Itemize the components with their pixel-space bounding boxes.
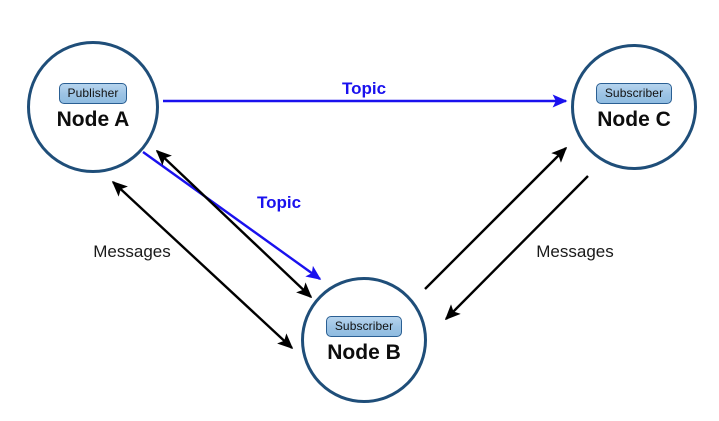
node-a[interactable]: Publisher Node A: [27, 41, 159, 173]
node-b-label: Node B: [327, 340, 401, 364]
node-c-circle: [571, 44, 697, 170]
edge-a-b-messages-inner: [155, 149, 313, 299]
node-c[interactable]: Subscriber Node C: [571, 44, 697, 170]
node-c-label: Node C: [597, 107, 671, 131]
node-a-label: Node A: [56, 107, 130, 131]
node-b-circle: [301, 277, 427, 403]
label-messages-right: Messages: [536, 242, 614, 261]
node-c-role-badge: Subscriber: [595, 82, 673, 104]
edge-c-to-b-messages: [444, 175, 589, 321]
node-b[interactable]: Subscriber Node B: [301, 277, 427, 403]
node-b-role-badge: Subscriber: [325, 315, 403, 337]
edge-a-b-messages-outer: [111, 180, 294, 350]
edge-b-to-c-messages: [424, 146, 568, 290]
node-a-role-badge: Publisher: [58, 82, 128, 104]
node-a-circle: [27, 41, 159, 173]
label-topic-a-to-b: Topic: [256, 193, 302, 212]
label-messages-left: Messages: [93, 242, 171, 261]
label-topic-a-to-c: Topic: [341, 79, 387, 98]
